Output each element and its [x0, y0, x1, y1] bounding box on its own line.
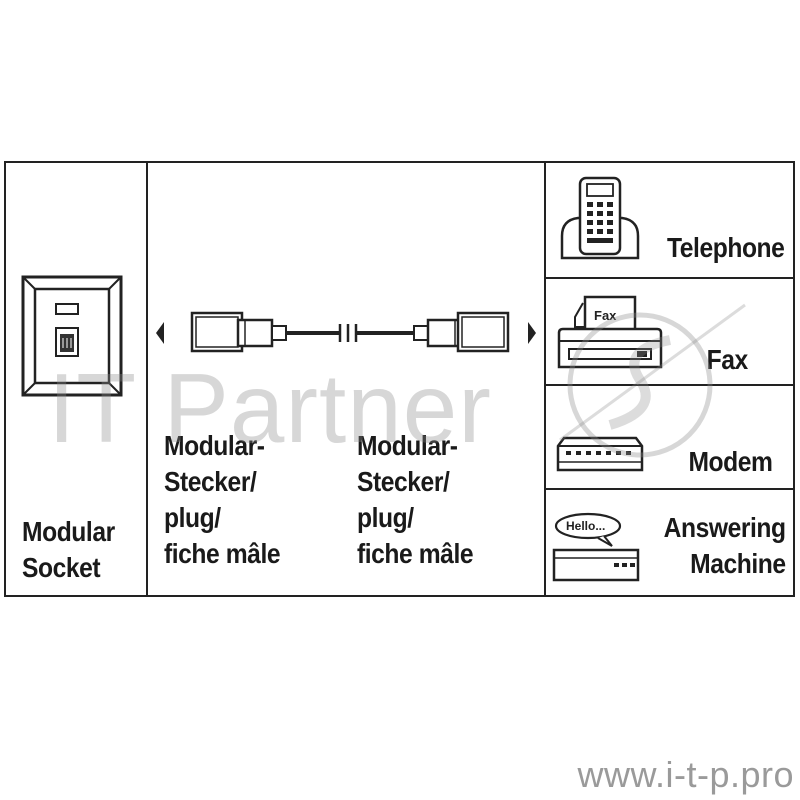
plug-left-line2: Stecker/: [164, 466, 257, 497]
divider-telephone: [544, 277, 795, 279]
answering-line2: Machine: [690, 548, 786, 579]
answering-machine-label: Answering Machine: [664, 510, 786, 582]
answering-line1: Answering: [663, 512, 786, 543]
answering-bubble-label: Hello...: [566, 519, 606, 533]
divider-modem: [544, 488, 795, 490]
divider-fax: [544, 384, 795, 386]
diagram-frame: [4, 161, 795, 597]
modular-cable-icon: [156, 311, 536, 353]
divider-devices: [544, 161, 546, 597]
modem-icon: [556, 436, 644, 472]
watermark-logo-icon: [559, 303, 746, 458]
plug-right-line1: Modular-: [357, 430, 458, 461]
plug-right-label: Modular- Stecker/ plug/ fiche mâle: [357, 428, 474, 572]
fax-paper-label: Fax: [594, 308, 617, 323]
telephone-label: Telephone: [666, 232, 785, 263]
divider-socket: [146, 161, 148, 597]
plug-right-line4: fiche mâle: [357, 538, 474, 569]
socket-label: Modular Socket: [22, 514, 115, 586]
plug-left-line3: plug/: [164, 502, 221, 533]
plug-left-label: Modular- Stecker/ plug/ fiche mâle: [164, 428, 281, 572]
watermark-url: www.i-t-p.pro: [577, 754, 794, 795]
fax-icon: [557, 295, 663, 369]
modem-label: Modem: [687, 446, 772, 477]
plug-right-line3: plug/: [357, 502, 414, 533]
plug-right-line2: Stecker/: [357, 466, 450, 497]
plug-left-line1: Modular-: [164, 430, 265, 461]
wall-socket-icon: [21, 275, 123, 397]
plug-left-line4: fiche mâle: [164, 538, 281, 569]
socket-label-line1: Modular: [22, 516, 115, 547]
watermark-brand: IT Partner: [48, 353, 492, 463]
fax-label: Fax: [706, 344, 749, 375]
socket-label-line2: Socket: [22, 552, 101, 583]
answering-machine-icon: [552, 512, 640, 582]
telephone-icon: [560, 176, 640, 260]
